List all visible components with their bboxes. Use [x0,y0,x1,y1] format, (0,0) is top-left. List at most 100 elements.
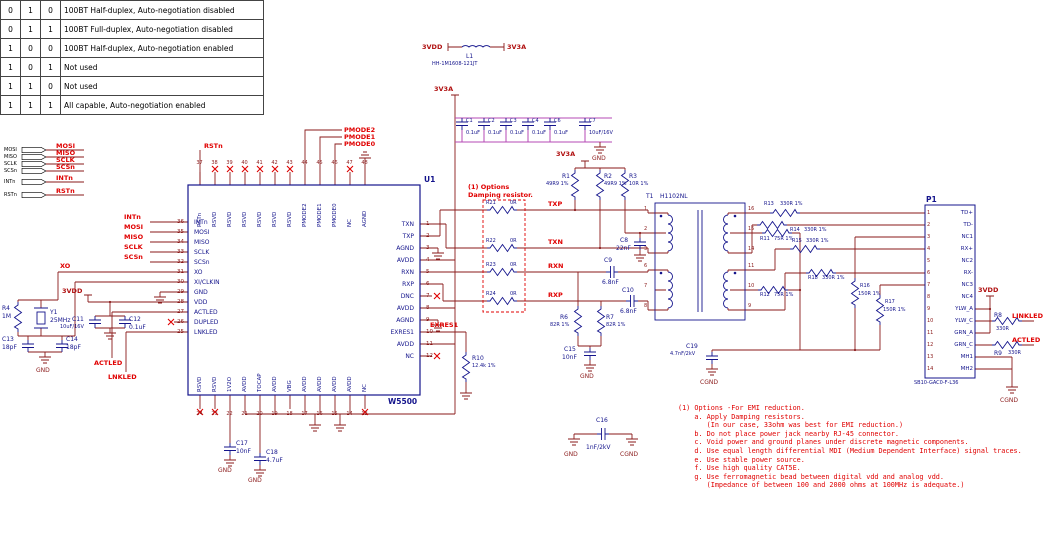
bit-cell: 1 [20,19,41,39]
pin-name: RSVD [271,211,278,227]
value-r8: 330R [996,326,1010,332]
net-label-pmode1: PMODE1 [344,133,376,141]
power-label-3v3a-top: 3V3A [507,43,527,51]
value-r7: 82R 1% [606,322,626,328]
pin-name-cell: RSVD [207,354,222,392]
pin-number: 11 [426,341,433,347]
pin-number: 31 [177,269,184,275]
pin-name: 1V2O [226,376,233,392]
bit-cell: 0 [40,38,61,58]
value-c4: 0.1uF [532,130,546,136]
net-label-miso-u1: MISO [124,233,144,241]
pin-name-cell: NC [357,354,372,392]
pin-number: 47 [346,160,353,166]
pin-name: MISO [194,238,210,246]
net-label-rxn: RXN [548,262,564,270]
pin-name: MH2 [960,366,973,372]
gnd-label-c17: GND [218,467,232,474]
pin-name-cell: RSVD [282,189,297,227]
pin-name-cell: RSTn [192,189,207,227]
value-r1: 49R9 1% [546,181,569,187]
power-label-3vdd-led: 3VDD [978,286,999,294]
note-line: a. Apply Damping resistors. [678,412,805,421]
value-c17: 10nF [236,448,251,455]
pin-name: RSVD [226,211,233,227]
pin-name-cell: RSVD [192,354,207,392]
p1-body [924,204,976,379]
tag-label-intn: INTn [4,178,16,185]
table-row: 1 0 0 100BT Half-duplex, Auto-negotiatio… [0,38,264,58]
emi-notes: (1) Options -For EMI reduction. a. Apply… [678,404,1022,490]
tag-label-mosi: MOSI [4,146,17,153]
t1-pin-1: 1 [644,206,648,212]
pin-name-cell: AVDD [267,354,282,392]
bit-cell: 0 [0,0,21,20]
net-label-txn: TXN [548,238,563,246]
ref-c1: C1 [466,118,473,124]
pin-name: PMODE2 [301,203,308,227]
t1-pin-9: 9 [748,303,752,309]
pin-name: RX- [963,270,973,276]
ref-r3: R3 [629,173,637,180]
pin-name: RSVD [286,211,293,227]
note-line: e. Use stable power source. [678,455,805,464]
u1-part: W5500 [388,397,418,406]
bit-cell: 0 [40,0,61,20]
ref-r7: R7 [606,314,614,321]
transformer-symbol [654,202,746,321]
pin-name-cell: RSVD [222,189,237,227]
pin-number: 33 [177,249,184,255]
ref-c10: C10 [622,287,634,294]
value-c1: 0.1uF [466,130,480,136]
phy-mode-table: 0 1 0 100BT Half-duplex, Auto-negotiatio… [0,0,264,115]
ref-c16: C16 [596,417,608,424]
bit-cell: 1 [0,57,21,77]
net-label-scsn-u1: SCSn [124,253,143,261]
pin-name: RSVD [256,211,263,227]
ref-c18: C18 [266,449,278,456]
pin-name: INTn [194,218,208,226]
pin-number: 4 [927,246,931,252]
net-label-miso: MISO [56,149,76,157]
ref-r10: R10 [472,355,484,362]
value-r22: 0R [510,238,517,244]
t1-pin-14: 14 [748,246,755,252]
t1-pin-2: 2 [644,226,648,232]
pin-name: TXP [402,232,414,240]
pin-number: 6 [426,281,430,287]
cgnd-label-p1: CGND [1000,397,1018,404]
ref-r12: R12 [760,292,770,298]
p1-part: SB10-GAC0-F-L36 [914,380,959,386]
note-line: d. Use equal length differential MDI (Me… [678,446,1022,455]
pin-number: 12 [927,342,934,348]
u1-body [187,184,421,396]
net-label-rxp: RXP [548,291,563,299]
pin-number: 43 [286,160,293,166]
pin-number: 7 [426,293,430,299]
ref-r17: R17 [885,299,895,305]
net-label-sclk: SCLK [56,156,75,164]
ref-r23: R23 [486,262,496,268]
ref-r15: R15 [792,238,802,244]
pin-name: YLW_A [955,306,973,312]
pin-name: RSVD [211,211,218,227]
bit-cell: 0 [0,19,21,39]
pin-number: 40 [241,160,248,166]
power-label-3vdd-vdd: 3VDD [62,287,83,295]
